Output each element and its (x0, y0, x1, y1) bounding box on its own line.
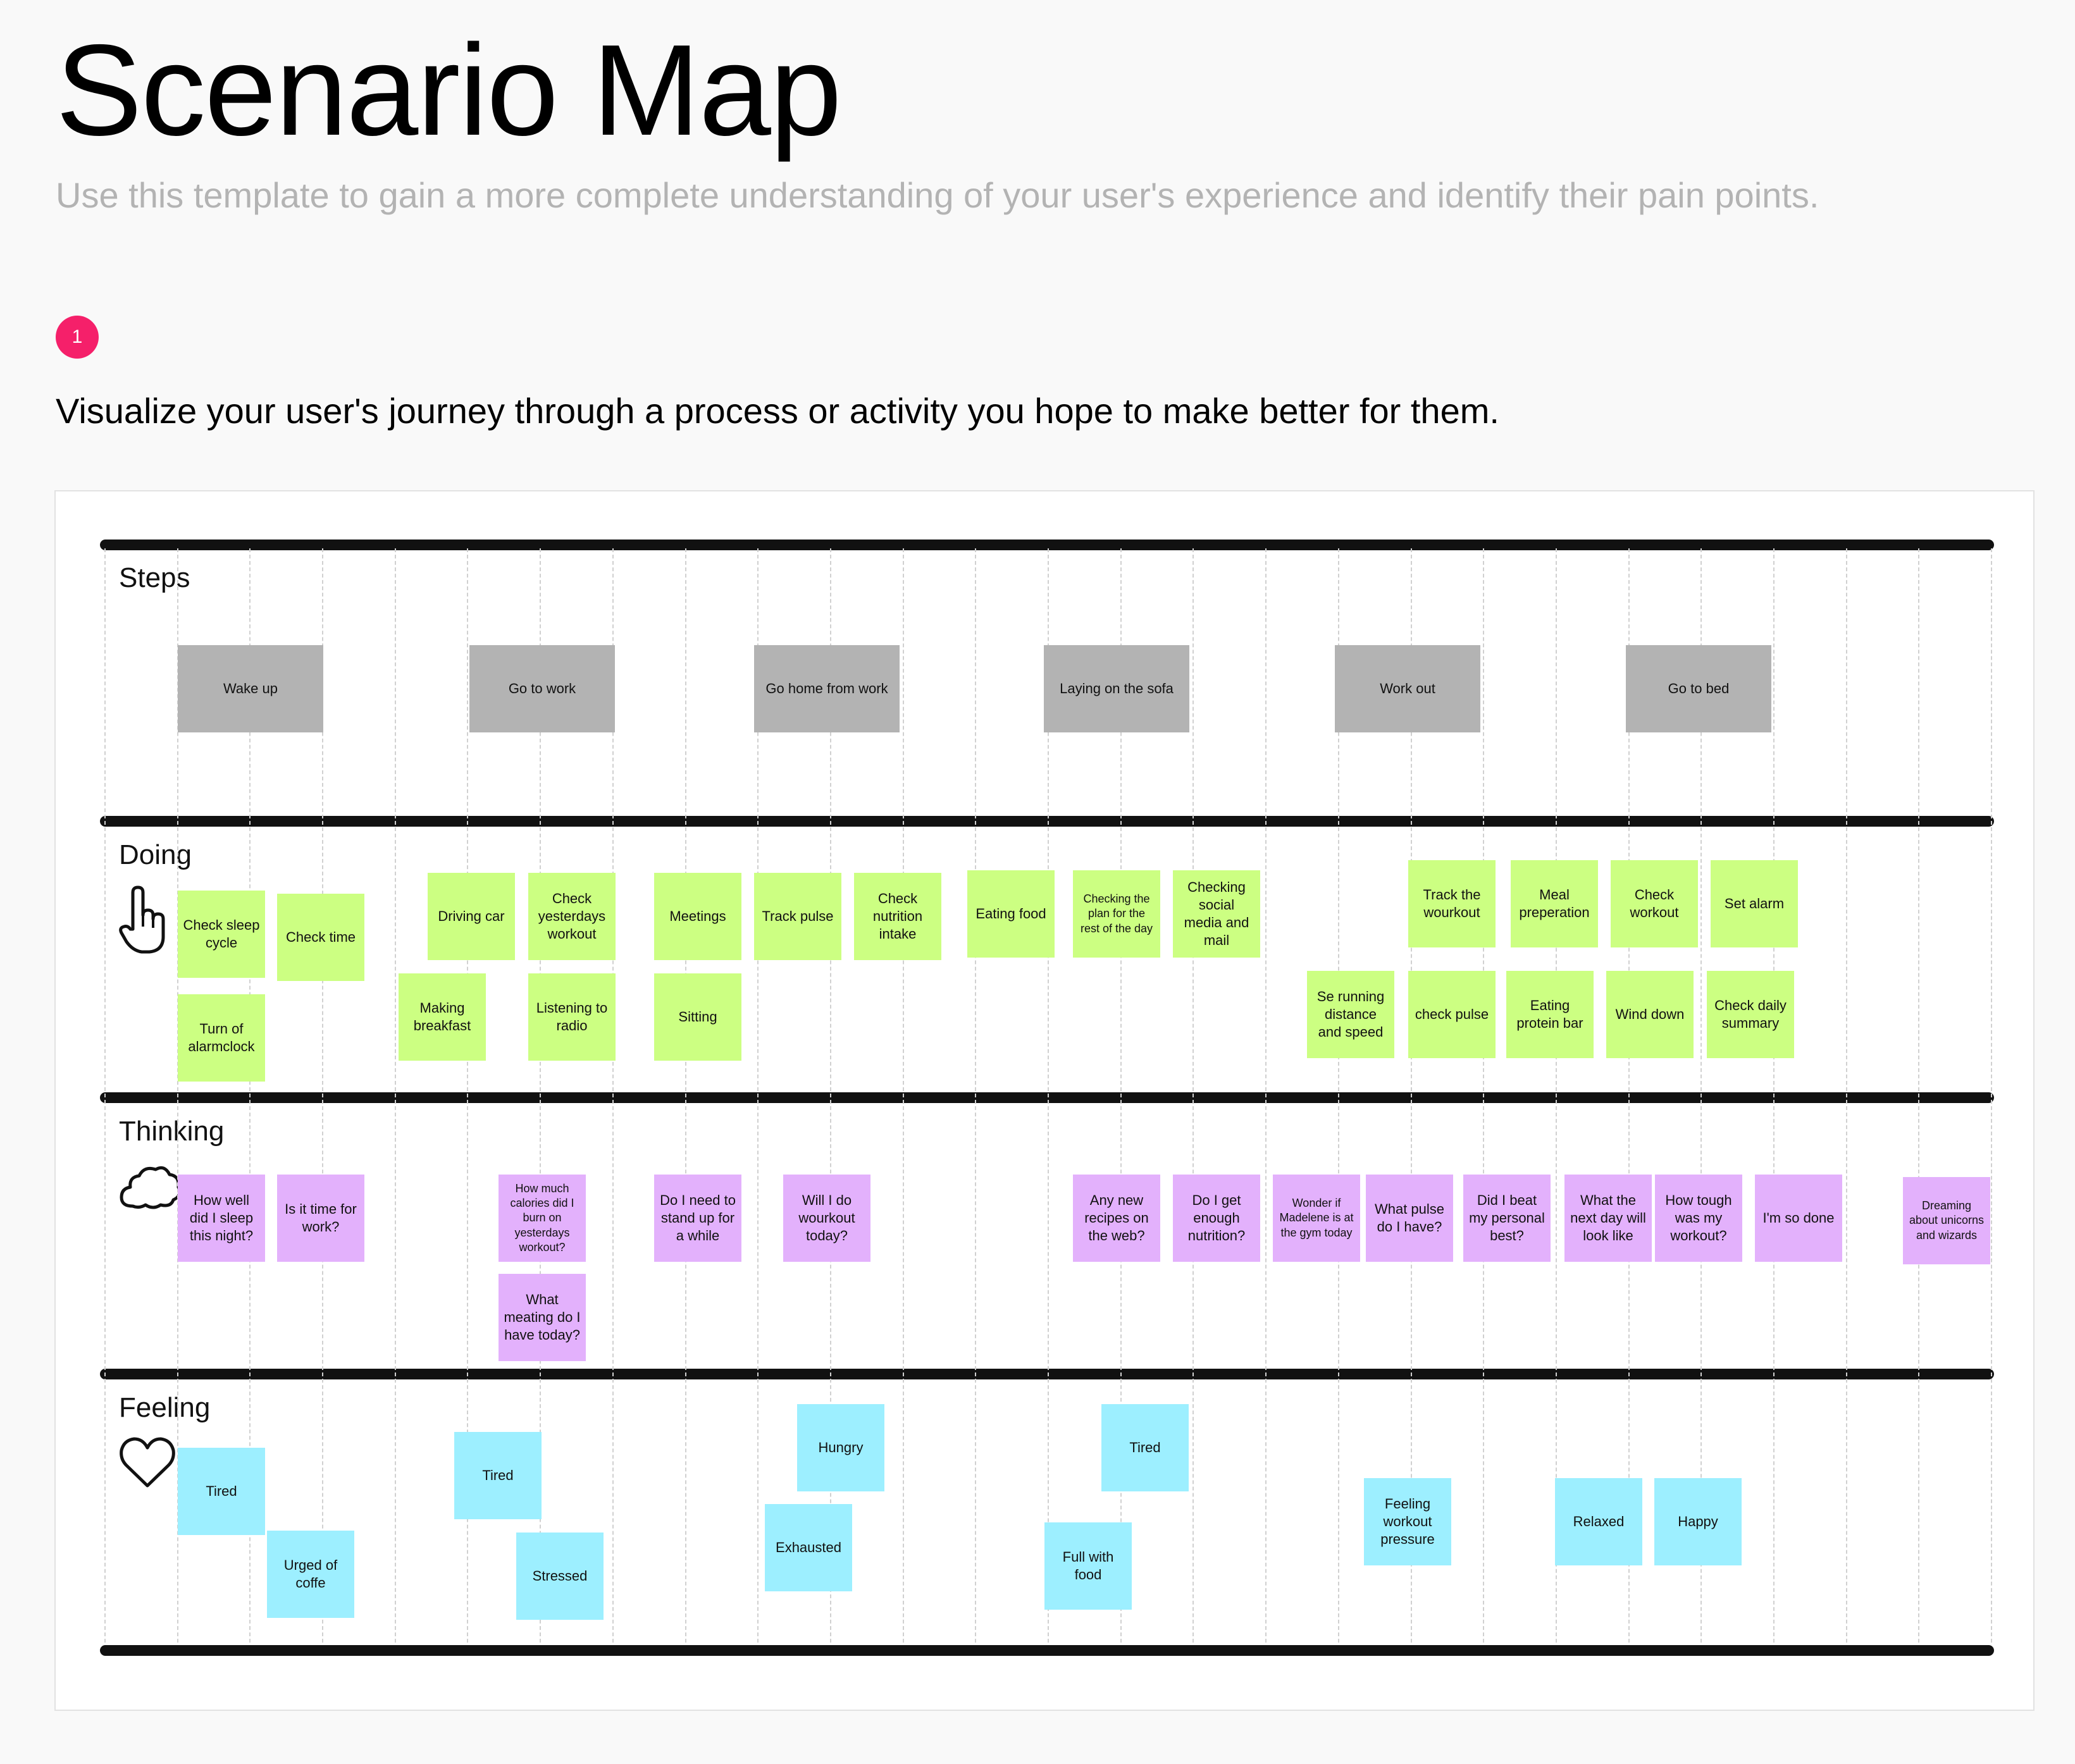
doing-sticky-note[interactable]: Driving car (428, 873, 515, 960)
thinking-sticky-note[interactable]: How well did I sleep this night? (178, 1175, 265, 1262)
feeling-sticky-note[interactable]: Urged of coffe (267, 1531, 354, 1618)
steps-sticky-note[interactable]: Work out (1335, 645, 1480, 732)
steps-sticky-note[interactable]: Go to work (469, 645, 615, 732)
grid-line (1991, 548, 1992, 1643)
grid-line (1846, 548, 1847, 1643)
lane-label-feeling: Feeling (119, 1392, 211, 1423)
lane-divider-doing-thinking (100, 1092, 1994, 1103)
doing-sticky-note[interactable]: Eating food (967, 870, 1055, 958)
grid-line (1192, 548, 1194, 1643)
hand-pointer-icon (119, 885, 165, 954)
thinking-sticky-note[interactable]: What meating do I have today? (499, 1274, 586, 1361)
step-instruction: Visualize your user's journey through a … (56, 391, 1499, 431)
thinking-sticky-note[interactable]: Do I get enough nutrition? (1173, 1175, 1260, 1262)
thinking-sticky-note[interactable]: Wonder if Madelene is at the gym today (1273, 1175, 1360, 1262)
grid-line (1628, 548, 1630, 1643)
thinking-sticky-note[interactable]: Is it time for work? (277, 1175, 364, 1262)
lane-divider-steps-doing (100, 816, 1994, 827)
steps-sticky-note[interactable]: Wake up (178, 645, 323, 732)
thinking-sticky-note[interactable]: What the next day will look like (1564, 1175, 1652, 1262)
doing-sticky-note[interactable]: Set alarm (1711, 860, 1798, 947)
thinking-sticky-note[interactable]: Any new recipes on the web? (1073, 1175, 1160, 1262)
grid-line (975, 548, 976, 1643)
thinking-sticky-note[interactable]: Will I do wourkout today? (783, 1175, 870, 1262)
grid-line (467, 548, 468, 1643)
doing-sticky-note[interactable]: check pulse (1408, 971, 1496, 1058)
doing-sticky-note[interactable]: Meetings (654, 873, 741, 960)
doing-sticky-note[interactable]: Meal preperation (1511, 860, 1598, 947)
steps-sticky-note[interactable]: Go home from work (754, 645, 900, 732)
doing-sticky-note[interactable]: Check yesterdays workout (528, 873, 616, 960)
doing-sticky-note[interactable]: Check daily summary (1707, 971, 1794, 1058)
doing-sticky-note[interactable]: Making breakfast (399, 973, 486, 1061)
doing-sticky-note[interactable]: Se running distance and speed (1307, 971, 1394, 1058)
doing-sticky-note[interactable]: Checking social media and mail (1173, 870, 1260, 958)
grid-line (1265, 548, 1267, 1643)
thinking-sticky-note[interactable]: How tough was my workout? (1655, 1175, 1742, 1262)
steps-sticky-note[interactable]: Go to bed (1626, 645, 1771, 732)
grid-line (1048, 548, 1049, 1643)
grid-line (1556, 548, 1557, 1643)
feeling-sticky-note[interactable]: Relaxed (1555, 1478, 1642, 1565)
step-number-badge: 1 (56, 316, 99, 359)
grid-line (1918, 548, 1919, 1643)
thinking-sticky-note[interactable]: What pulse do I have? (1366, 1175, 1453, 1262)
grid-line (177, 548, 178, 1643)
doing-sticky-note[interactable]: Turn of alarmclock (178, 994, 265, 1082)
cloud-icon (120, 1166, 182, 1209)
feeling-sticky-note[interactable]: Hungry (797, 1404, 884, 1491)
lane-divider-thinking-feeling (100, 1369, 1994, 1379)
feeling-sticky-note[interactable]: Feeling workout pressure (1364, 1478, 1451, 1565)
doing-sticky-note[interactable]: Check sleep cycle (178, 891, 265, 978)
grid-line (1773, 548, 1775, 1643)
doing-sticky-note[interactable]: Eating protein bar (1506, 971, 1594, 1058)
feeling-sticky-note[interactable]: Tired (178, 1448, 265, 1535)
thinking-sticky-note[interactable]: I'm so done (1755, 1175, 1842, 1262)
lane-divider-bottom (100, 1645, 1994, 1656)
steps-sticky-note[interactable]: Laying on the sofa (1044, 645, 1189, 732)
doing-sticky-note[interactable]: Wind down (1606, 971, 1694, 1058)
grid-line (1411, 548, 1412, 1643)
doing-sticky-note[interactable]: Listening to radio (528, 973, 616, 1061)
thinking-sticky-note[interactable]: How much calories did I burn on yesterda… (499, 1175, 586, 1262)
grid-line (685, 548, 686, 1643)
scenario-board[interactable]: Steps Doing Thinking Feeling Wake up Go t… (54, 490, 2035, 1711)
grid-line (612, 548, 614, 1643)
thinking-sticky-note[interactable]: Do I need to stand up for a while (654, 1175, 741, 1262)
doing-sticky-note[interactable]: Check nutrition intake (854, 873, 941, 960)
grid-line (104, 548, 106, 1643)
doing-sticky-note[interactable]: Check workout (1611, 860, 1698, 947)
lane-label-thinking: Thinking (119, 1116, 225, 1147)
grid-line (249, 548, 251, 1643)
lane-label-doing: Doing (119, 839, 192, 870)
page-title: Scenario Map (56, 18, 842, 163)
doing-sticky-note[interactable]: Check time (277, 894, 364, 981)
grid-line (540, 548, 541, 1643)
grid-line (1120, 548, 1122, 1643)
grid-line (757, 548, 759, 1643)
doing-sticky-note[interactable]: Checking the plan for the rest of the da… (1073, 870, 1160, 958)
grid-line (830, 548, 831, 1643)
heart-icon (120, 1437, 175, 1488)
feeling-sticky-note[interactable]: Full with food (1044, 1522, 1132, 1610)
grid-line (1700, 548, 1702, 1643)
page-subtitle: Use this template to gain a more complet… (56, 175, 1819, 215)
grid-line (322, 548, 323, 1643)
doing-sticky-note[interactable]: Track pulse (754, 873, 841, 960)
thinking-sticky-note[interactable]: Dreaming about unicorns and wizards (1903, 1177, 1990, 1264)
grid-line (1483, 548, 1484, 1643)
feeling-sticky-note[interactable]: Tired (454, 1432, 542, 1519)
grid-line (1338, 548, 1339, 1643)
lane-divider-top (100, 540, 1994, 550)
grid-line (903, 548, 904, 1643)
feeling-sticky-note[interactable]: Happy (1654, 1478, 1742, 1565)
doing-sticky-note[interactable]: Sitting (654, 973, 741, 1061)
thinking-sticky-note[interactable]: Did I beat my personal best? (1463, 1175, 1551, 1262)
feeling-sticky-note[interactable]: Stressed (516, 1533, 604, 1620)
lane-label-steps: Steps (119, 562, 190, 593)
grid-line (395, 548, 396, 1643)
feeling-sticky-note[interactable]: Tired (1101, 1404, 1189, 1491)
doing-sticky-note[interactable]: Track the wourkout (1408, 860, 1496, 947)
feeling-sticky-note[interactable]: Exhausted (765, 1504, 852, 1591)
